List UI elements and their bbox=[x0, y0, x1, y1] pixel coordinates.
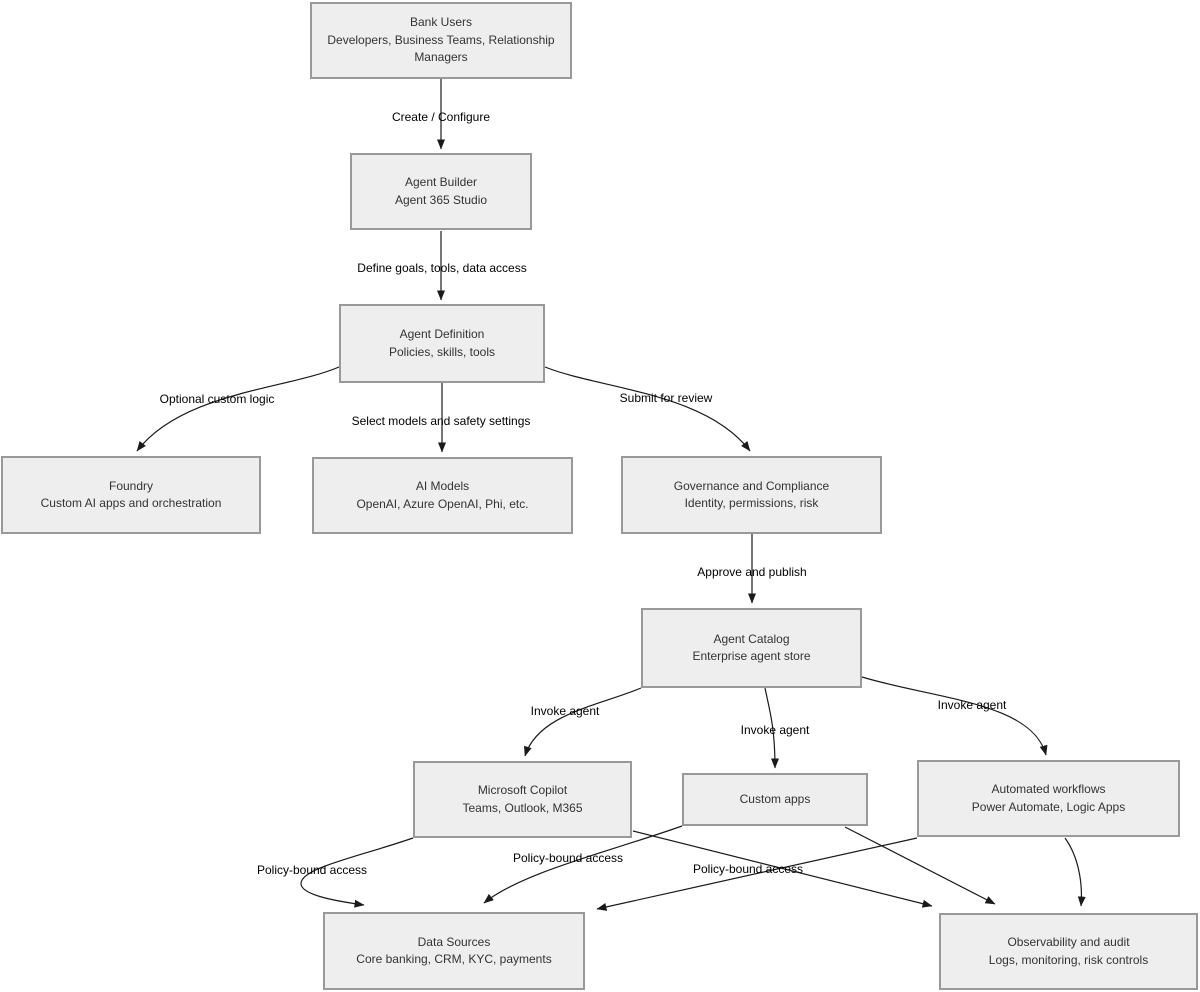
edge-label-policy-bound-access-left: Policy-bound access bbox=[256, 862, 368, 877]
node-title: Governance and Compliance bbox=[673, 478, 830, 493]
node-subtitle: Developers, Business Teams, Relationship… bbox=[327, 32, 555, 65]
node-observability-and-audit: Observability and audit Logs, monitoring… bbox=[939, 913, 1198, 990]
edge-label-invoke-agent-workflows: Invoke agent bbox=[937, 697, 1007, 712]
edge-microsoft-copilot-observability bbox=[632, 830, 933, 908]
edge-agent-catalog-custom-apps bbox=[764, 687, 779, 769]
node-automated-workflows: Automated workflows Power Automate, Logi… bbox=[917, 760, 1180, 837]
edge-label-approve-and-publish: Approve and publish bbox=[697, 564, 807, 579]
node-governance-and-compliance: Governance and Compliance Identity, perm… bbox=[621, 456, 882, 534]
edge-agent-definition-governance bbox=[544, 366, 751, 452]
node-subtitle: Teams, Outlook, M365 bbox=[462, 800, 583, 815]
edge-label-submit-for-review: Submit for review bbox=[619, 390, 713, 405]
edge-agent-catalog-automated-workflows bbox=[861, 676, 1048, 756]
node-subtitle: Policies, skills, tools bbox=[388, 344, 496, 359]
node-data-sources: Data Sources Core banking, CRM, KYC, pay… bbox=[323, 912, 585, 990]
node-subtitle: Agent 365 Studio bbox=[394, 192, 488, 207]
node-ai-models: AI Models OpenAI, Azure OpenAI, Phi, etc… bbox=[312, 457, 573, 534]
edge-agent-definition-foundry bbox=[136, 366, 340, 452]
node-agent-catalog: Agent Catalog Enterprise agent store bbox=[641, 608, 862, 688]
node-subtitle: Enterprise agent store bbox=[692, 649, 811, 663]
node-title: Agent Builder bbox=[404, 175, 478, 190]
edge-label-policy-bound-access-right: Policy-bound access bbox=[692, 861, 804, 876]
edge-label-define-goals: Define goals, tools, data access bbox=[357, 260, 527, 275]
edge-automated-workflows-observability bbox=[1064, 837, 1086, 907]
edge-agent-catalog-microsoft-copilot bbox=[524, 687, 642, 757]
node-title: AI Models bbox=[415, 479, 470, 494]
edge-custom-apps-observability bbox=[844, 826, 996, 905]
edge-label-invoke-agent-copilot: Invoke agent bbox=[530, 703, 600, 718]
node-agent-definition: Agent Definition Policies, skills, tools bbox=[339, 304, 545, 383]
node-title: Bank Users bbox=[409, 15, 473, 30]
node-bank-users: Bank Users Developers, Business Teams, R… bbox=[310, 2, 572, 79]
node-subtitle: Core banking, CRM, KYC, payments bbox=[356, 952, 552, 966]
node-title: Foundry bbox=[108, 478, 154, 493]
node-microsoft-copilot: Microsoft Copilot Teams, Outlook, M365 bbox=[413, 761, 632, 838]
node-title: Microsoft Copilot bbox=[477, 783, 568, 798]
edge-label-select-models: Select models and safety settings bbox=[351, 413, 531, 428]
edge-label-invoke-agent-custom-apps: Invoke agent bbox=[740, 722, 810, 737]
edge-label-policy-bound-access-middle: Policy-bound access bbox=[512, 850, 624, 865]
node-title: Agent Definition bbox=[399, 327, 485, 342]
node-title: Observability and audit bbox=[1007, 935, 1130, 950]
node-subtitle: OpenAI, Azure OpenAI, Phi, etc. bbox=[356, 496, 529, 511]
edge-custom-apps-data-sources bbox=[483, 825, 683, 904]
node-subtitle: Custom AI apps and orchestration bbox=[40, 496, 222, 510]
node-subtitle: Identity, permissions, risk bbox=[684, 496, 819, 510]
edge-automated-workflows-data-sources bbox=[596, 837, 918, 911]
node-custom-apps: Custom apps bbox=[682, 773, 868, 826]
node-title: Data Sources bbox=[417, 934, 491, 949]
node-title: Custom apps bbox=[739, 791, 811, 806]
node-subtitle: Power Automate, Logic Apps bbox=[971, 799, 1126, 814]
edge-microsoft-copilot-data-sources bbox=[300, 837, 414, 908]
node-subtitle: Logs, monitoring, risk controls bbox=[988, 952, 1149, 967]
node-title: Agent Catalog bbox=[713, 631, 790, 646]
edge-label-optional-custom-logic: Optional custom logic bbox=[159, 391, 275, 406]
edge-label-create-configure: Create / Configure bbox=[391, 109, 491, 124]
node-title: Automated workflows bbox=[991, 782, 1106, 797]
node-foundry: Foundry Custom AI apps and orchestration bbox=[1, 456, 261, 534]
node-agent-builder: Agent Builder Agent 365 Studio bbox=[350, 153, 532, 230]
